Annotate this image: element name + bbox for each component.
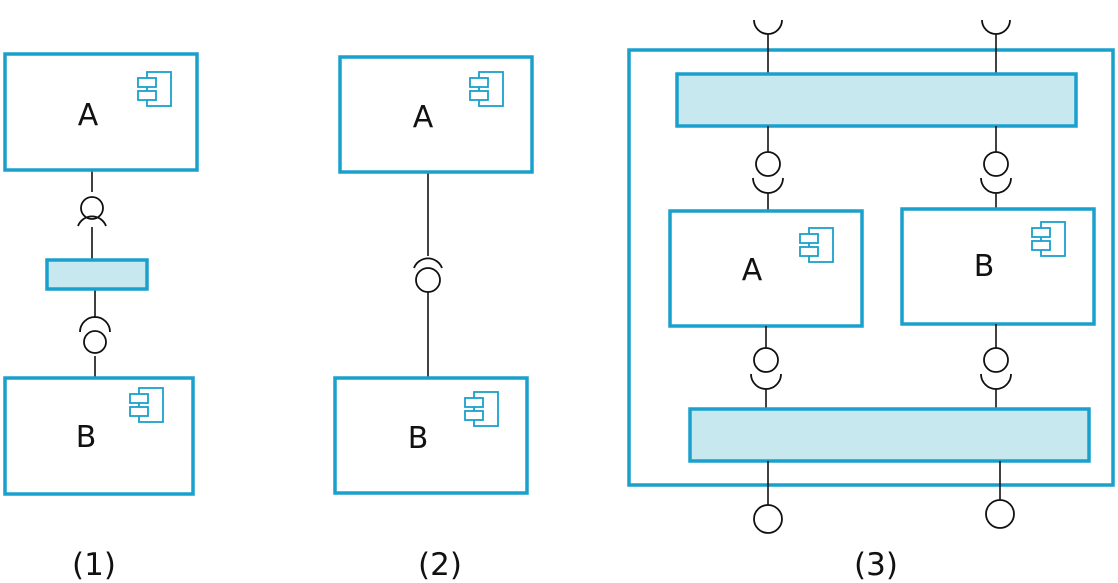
- required-interface-icon: [752, 177, 784, 194]
- required-interface-icon: [413, 257, 443, 269]
- provided-interface-icon: [983, 151, 1009, 177]
- required-interface-icon: [79, 316, 111, 333]
- component-a-label: A: [78, 98, 99, 133]
- provided-interface-icon: [83, 330, 107, 354]
- provided-interface-icon: [753, 504, 783, 534]
- diagram-3: A B (3): [627, 19, 1115, 583]
- diagram-1: A B (1): [3, 52, 199, 583]
- caption-1: (1): [72, 547, 116, 583]
- required-interface-icon: [750, 373, 782, 390]
- top-connector-box[interactable]: [675, 72, 1078, 128]
- required-interface-icon: [980, 373, 1012, 390]
- required-interface-icon: [981, 19, 1011, 35]
- provided-interface-icon: [753, 347, 779, 373]
- caption-2: (2): [418, 547, 462, 583]
- component-b-label: B: [408, 421, 429, 456]
- required-interface-icon: [980, 177, 1012, 194]
- component-b-box[interactable]: [3, 376, 195, 496]
- provided-interface-icon: [983, 347, 1009, 373]
- component-b-label: B: [76, 420, 97, 455]
- component-b-label: B: [974, 249, 995, 284]
- bottom-connector-box[interactable]: [688, 407, 1091, 463]
- required-interface-icon: [753, 19, 783, 35]
- diagram-2: A B (2): [333, 55, 534, 583]
- provided-interface-icon: [985, 499, 1015, 529]
- connector-box[interactable]: [45, 258, 149, 291]
- component-a-label: A: [413, 100, 434, 135]
- provided-interface-icon: [755, 151, 781, 177]
- provided-interface-icon: [80, 196, 104, 220]
- component-a-label: A: [742, 253, 763, 288]
- caption-3: (3): [854, 547, 898, 583]
- required-interface-icon: [77, 215, 107, 227]
- provided-interface-icon: [415, 267, 441, 293]
